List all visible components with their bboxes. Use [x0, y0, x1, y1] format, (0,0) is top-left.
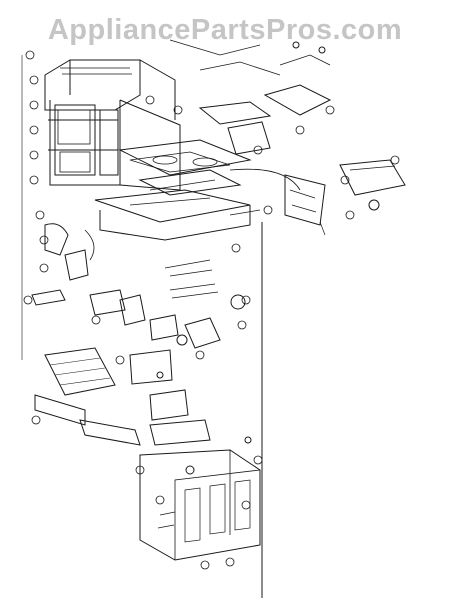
callout-marker — [91, 315, 101, 325]
callout-marker — [231, 243, 241, 253]
callout-marker — [115, 355, 125, 365]
callout-marker — [225, 557, 235, 567]
callout-marker — [23, 295, 33, 305]
callout-marker — [29, 100, 39, 110]
callout-marker — [135, 465, 145, 475]
center-lower-parts — [129, 349, 211, 446]
callout-marker — [39, 263, 49, 273]
drawer-assembly — [94, 189, 251, 241]
callout-marker — [39, 235, 49, 245]
upper-right-parts — [169, 39, 332, 155]
callout-marker — [25, 50, 35, 60]
callout-marker — [29, 125, 39, 135]
callout-marker — [29, 175, 39, 185]
callout-marker — [145, 95, 155, 105]
cooktop-assembly — [118, 139, 252, 196]
callout-marker — [390, 155, 400, 165]
broiler-pan-assembly — [34, 347, 141, 446]
callout-marker — [195, 350, 205, 360]
callout-markers — [23, 50, 400, 570]
callout-marker — [340, 175, 350, 185]
callout-marker — [29, 150, 39, 160]
middle-left-parts — [31, 223, 126, 316]
callout-marker — [241, 295, 251, 305]
callout-marker — [345, 210, 355, 220]
central-parts — [119, 209, 261, 349]
callout-marker — [263, 205, 273, 215]
callout-marker — [200, 560, 210, 570]
callout-marker — [31, 415, 41, 425]
callout-marker — [241, 500, 251, 510]
callout-marker — [155, 495, 165, 505]
callout-marker — [253, 145, 263, 155]
callout-marker — [173, 105, 183, 115]
callout-marker — [295, 125, 305, 135]
control-box-assembly — [139, 436, 261, 561]
callout-marker — [29, 75, 39, 85]
range-cabinet-assembly — [44, 59, 181, 191]
site-watermark: AppliancePartsPros.com — [47, 14, 403, 46]
callout-marker — [35, 210, 45, 220]
callout-marker — [237, 320, 247, 330]
callout-marker — [253, 455, 263, 465]
hood-assembly — [229, 159, 406, 236]
callout-marker — [325, 105, 335, 115]
